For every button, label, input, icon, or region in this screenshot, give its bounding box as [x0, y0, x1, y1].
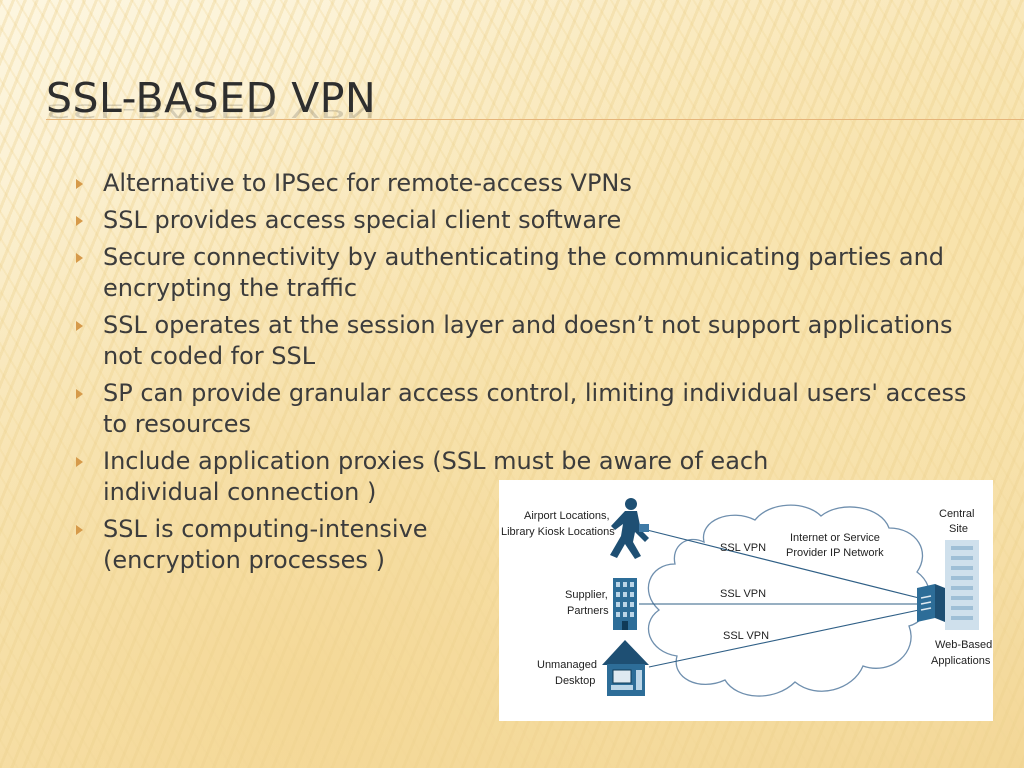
bullet-arrow-icon — [76, 216, 83, 226]
bullet-arrow-icon — [76, 321, 83, 331]
desktop-label-line1: Unmanaged — [537, 659, 597, 671]
bullet-item: SSL operates at the session layer and do… — [74, 310, 974, 372]
bullet-arrow-icon — [76, 525, 83, 535]
title-divider — [46, 119, 1024, 120]
bullet-list: Alternative to IPSec for remote-access V… — [74, 168, 974, 582]
slide-title: SSL-BASED VPN — [46, 74, 377, 122]
server-tower-icon — [945, 540, 979, 630]
bullet-item: SP can provide granular access control, … — [74, 378, 974, 440]
bullet-arrow-icon — [76, 179, 83, 189]
bullet-text: SSL operates at the session layer and do… — [103, 311, 953, 370]
bullet-item: Include application proxies (SSL must be… — [74, 446, 863, 508]
airport-label-line1: Airport Locations, — [524, 510, 610, 522]
central-site-label-line1: Central — [939, 508, 974, 520]
vpn-concentrator-icon — [917, 584, 945, 622]
central-site-label-line2: Site — [949, 523, 968, 535]
ssl-vpn-diagram: Internet or Service Provider IP Network … — [499, 480, 993, 721]
vpn-label-1: SSL VPN — [720, 542, 766, 554]
bullet-text: SSL is computing-intensive (encryption p… — [103, 515, 428, 574]
web-apps-label-line1: Web-Based — [935, 639, 992, 651]
vpn-line-desktop — [648, 609, 920, 668]
diagram-svg: Internet or Service Provider IP Network … — [501, 498, 992, 697]
supplier-label-line2: Partners — [567, 605, 609, 617]
house-computer-icon — [602, 640, 649, 696]
bullet-arrow-icon — [76, 253, 83, 263]
bullet-text: Secure connectivity by authenticating th… — [103, 243, 945, 302]
vpn-label-2: SSL VPN — [720, 588, 766, 600]
bullet-arrow-icon — [76, 389, 83, 399]
internet-cloud-shape — [647, 504, 931, 697]
supplier-label-line1: Supplier, — [565, 589, 608, 601]
cloud-label-line1: Internet or Service — [790, 532, 880, 544]
web-apps-label-line2: Applications — [931, 655, 991, 667]
bullet-item: SSL is computing-intensive (encryption p… — [74, 514, 974, 576]
walking-person-icon — [610, 498, 649, 559]
bullet-text: SP can provide granular access control, … — [103, 379, 967, 438]
airport-label-line2: Library Kiosk Locations — [501, 526, 615, 538]
bullet-text: SSL provides access special client softw… — [103, 206, 622, 234]
bullet-text: Include application proxies (SSL must be… — [103, 447, 769, 506]
vpn-label-3: SSL VPN — [723, 630, 769, 642]
bullet-item: Alternative to IPSec for remote-access V… — [74, 168, 974, 199]
bullet-arrow-icon — [76, 457, 83, 467]
building-icon — [613, 578, 637, 630]
cloud-label-line2: Provider IP Network — [786, 547, 884, 559]
bullet-item: SSL provides access special client softw… — [74, 205, 974, 236]
vpn-line-airport — [646, 529, 920, 599]
bullet-text: Alternative to IPSec for remote-access V… — [103, 169, 632, 197]
desktop-label-line2: Desktop — [555, 675, 595, 687]
bullet-item: Secure connectivity by authenticating th… — [74, 242, 974, 304]
